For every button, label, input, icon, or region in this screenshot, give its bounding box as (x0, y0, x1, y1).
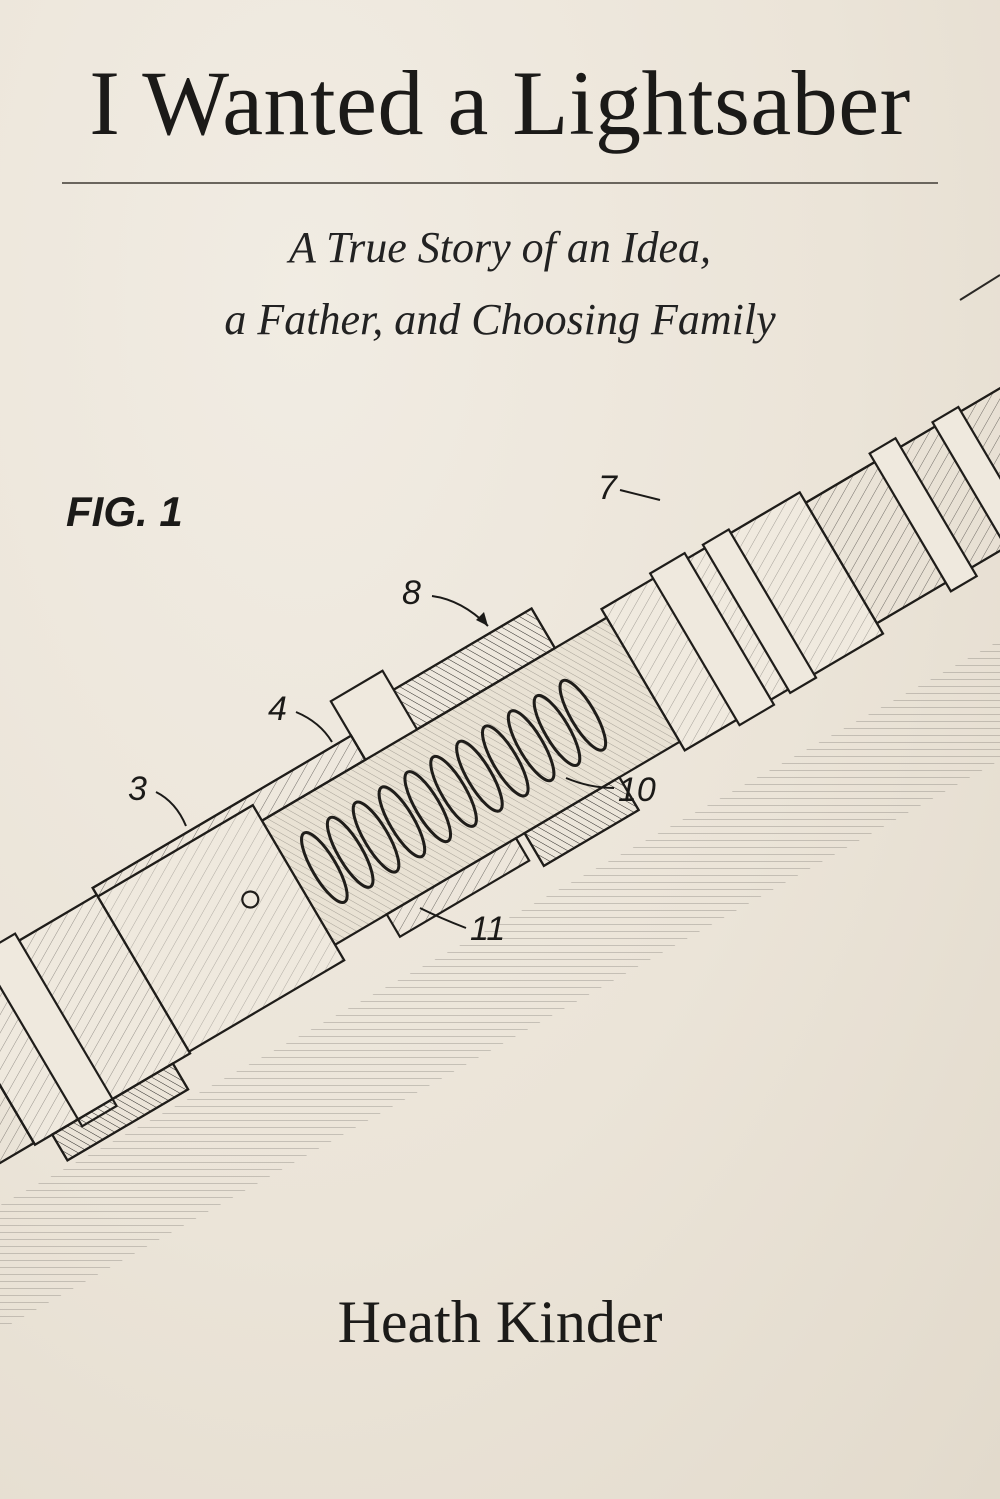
callout-3: 3 (128, 770, 187, 827)
blade-line (959, 274, 1000, 301)
subtitle-line-2: a Father, and Choosing Family (224, 295, 776, 344)
subtitle-line-1: A True Story of an Idea, (288, 223, 712, 272)
callout-4: 4 (268, 690, 333, 743)
svg-text:4: 4 (268, 690, 287, 728)
callout-7: 7 (598, 469, 661, 507)
spring-coil (300, 678, 608, 905)
svg-text:11: 11 (470, 910, 505, 948)
title-divider (62, 182, 938, 184)
book-title: I Wanted a Lightsaber (89, 52, 911, 154)
svg-text:10: 10 (618, 771, 656, 809)
author-name: Heath Kinder (337, 1289, 663, 1355)
svg-text:7: 7 (598, 469, 618, 507)
svg-text:8: 8 (402, 574, 421, 612)
hilt-shadow (0, 640, 1000, 1330)
callout-11: 11 (419, 907, 505, 948)
callout-10: 10 (565, 771, 656, 809)
callout-8: 8 (402, 574, 489, 627)
figure-label: FIG. 1 (66, 488, 183, 535)
lightsaber-hilt (0, 369, 1000, 1206)
svg-text:3: 3 (128, 770, 147, 808)
